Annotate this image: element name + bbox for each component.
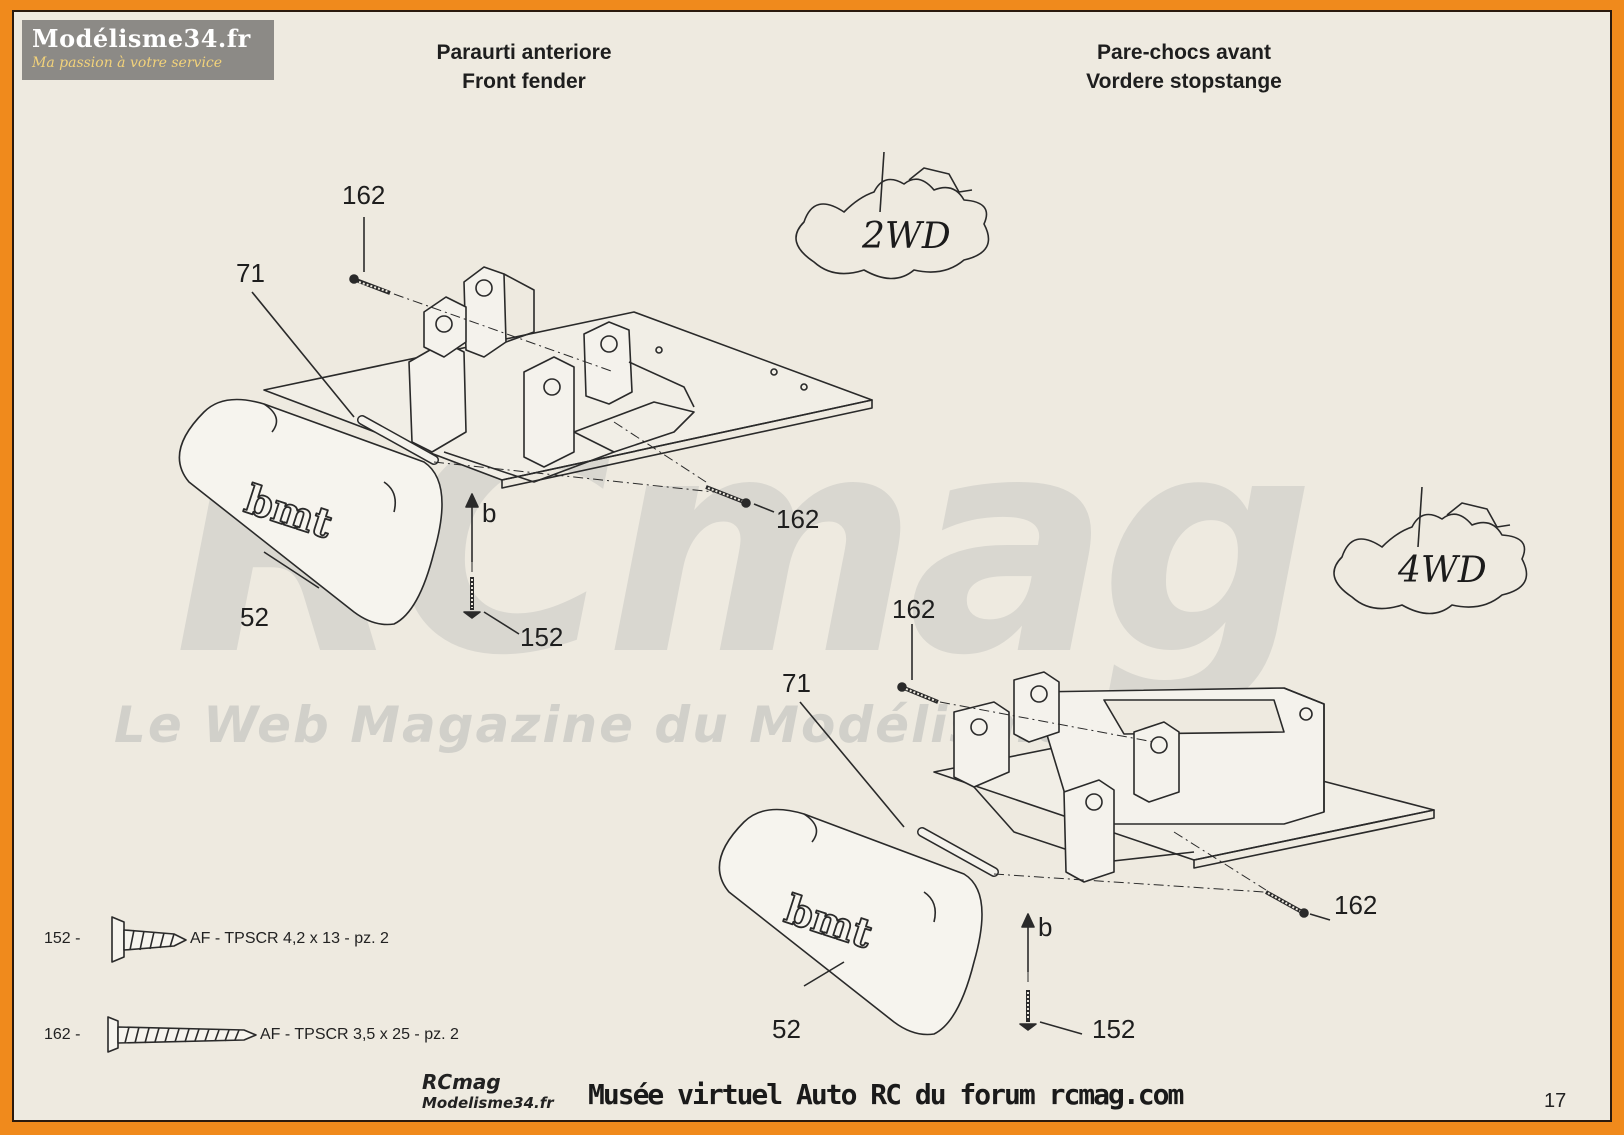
logo-tagline: Ma passion à votre service [32,55,223,71]
title-german: Vordere stopstange [1086,70,1282,93]
lower-screw-162-right [1265,890,1309,918]
footer-logo[interactable]: RCmag Modelisme34.fr [422,1070,568,1118]
manual-page: RCmag Le Web Magazine du Modélisme RC Mo… [12,10,1612,1122]
lower-bumper-mount-left [953,671,1195,863]
callout-upper-52: 52 [240,602,269,632]
leader-line [753,503,775,513]
lower-pin-71 [917,827,999,877]
legend-code-162: 162 - [44,1026,81,1043]
title-french-german: Pare-chocs avant Vordere stopstange [994,38,1374,96]
logo-title: Modélisme34.fr [32,24,251,53]
legend-screw-162-drawing [107,1016,257,1053]
site-logo[interactable]: Modélisme34.fr Ma passion à votre servic… [22,20,274,80]
leader-line [799,701,905,828]
upper-screw-162-top [349,274,391,295]
lower-screw-162-top [897,682,939,704]
leader-line [1309,913,1331,921]
callout-upper-162-right: 162 [776,504,820,534]
upper-fender-52: bmt [178,398,443,626]
legend-text-162: AF - TPSCR 3,5 x 25 - pz. 2 [260,1026,459,1043]
title-italian: Paraurti anteriore [436,41,612,64]
leader-line [803,961,845,987]
footer-logo-site: Modelisme34.fr [422,1094,554,1112]
lower-bumper-mount-right [1063,721,1180,883]
title-italian-english: Paraurti anteriore Front fender [344,38,704,96]
callout-lower-152: 152 [1092,1014,1136,1044]
legend-text-152: AF - TPSCR 4,2 x 13 - pz. 2 [190,930,389,947]
callout-lower-52: 52 [772,1014,801,1044]
callout-lower-71: 71 [782,668,811,698]
leader-line [483,611,520,635]
stamp-4wd-label: 4WD [1398,550,1487,591]
legend-code-152: 152 - [44,930,81,947]
upper-bumper-mount-right [523,321,695,468]
upper-screw-152 [463,577,481,619]
callout-lower-162-top: 162 [892,594,936,624]
stamp-2wd-label: 2WD [862,216,951,257]
callout-upper-71: 71 [236,258,265,288]
title-french: Pare-chocs avant [1097,41,1271,64]
callout-upper-152: 152 [520,622,564,652]
stamp-4wd-shape [1333,486,1528,615]
leader-line [263,551,320,589]
exploded-view-drawing: bmt [107,151,1528,1053]
callout-lower-b: b [1038,912,1053,942]
footer-caption: Musée virtuel Auto RC du forum rcmag.com [588,1078,1184,1111]
lower-screw-152 [1019,990,1037,1031]
upper-screw-162-right [705,485,751,508]
callout-upper-162-top: 162 [342,180,386,210]
callout-upper-b: b [482,498,497,528]
title-english: Front fender [462,70,586,93]
page-number: 17 [1544,1090,1567,1112]
footer-logo-rcmag: RCmag [422,1070,501,1094]
stamp-2wd-shape [795,151,990,280]
leader-line [1039,1021,1083,1035]
legend-screw-152-drawing [111,916,187,963]
leader-line [251,291,355,418]
upper-bumper-mount-left [408,266,615,483]
callout-lower-162-right: 162 [1334,890,1378,920]
upper-pin-71 [357,415,439,465]
